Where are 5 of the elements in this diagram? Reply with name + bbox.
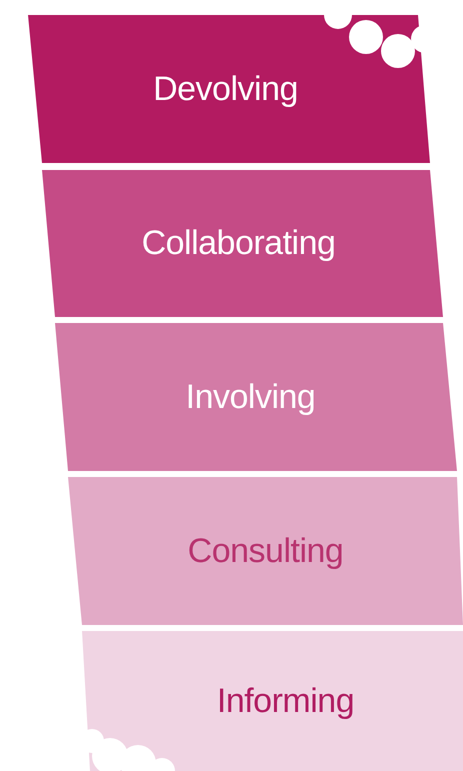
band-label: Involving bbox=[186, 378, 316, 416]
band-label: Collaborating bbox=[142, 224, 336, 263]
band-label: Consulting bbox=[188, 532, 344, 570]
band-label: Informing bbox=[216, 682, 354, 720]
band-label: Devolving bbox=[153, 70, 298, 108]
